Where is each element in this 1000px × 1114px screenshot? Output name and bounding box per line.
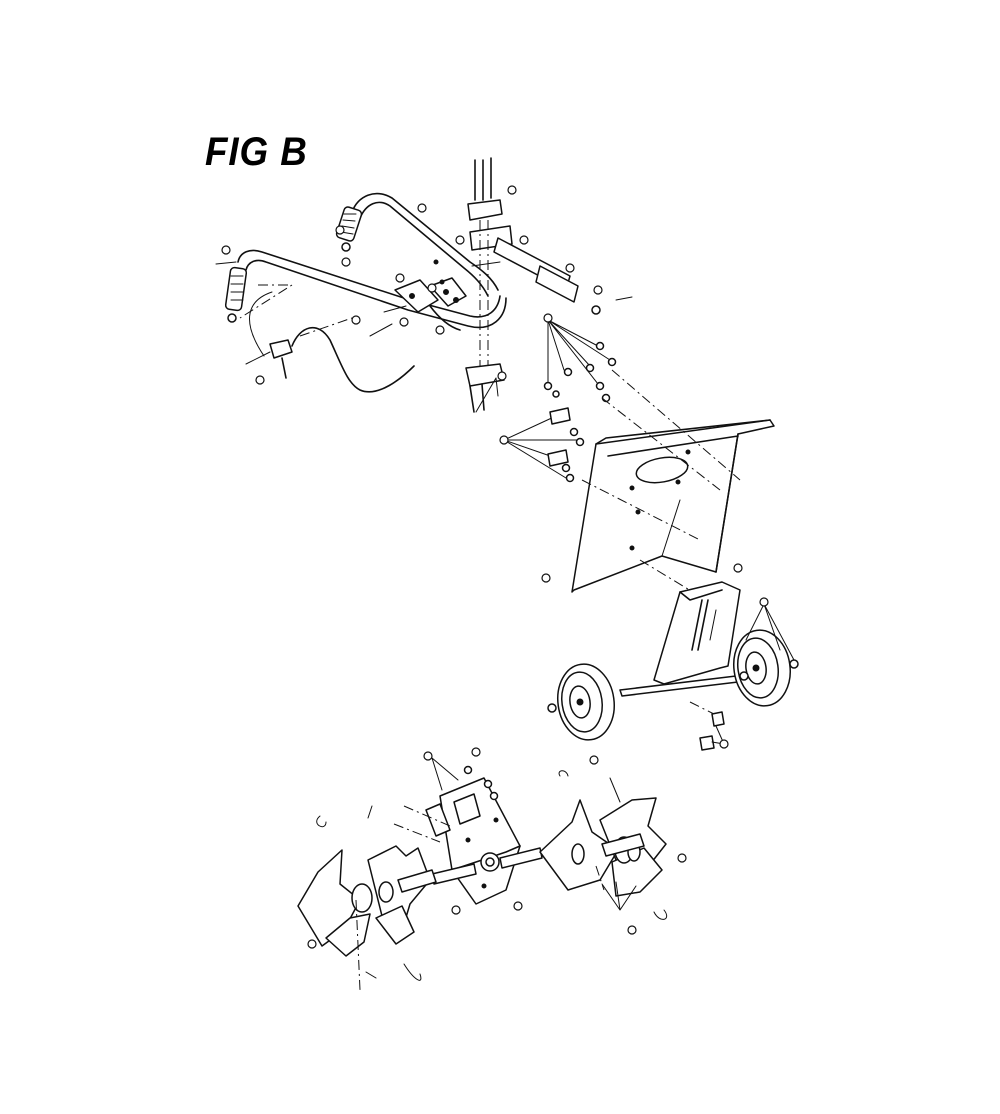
handlebar-icon	[215, 192, 507, 337]
wheel-icon	[547, 663, 615, 741]
bolt-group-lower	[503, 407, 585, 483]
shield-icon	[571, 419, 775, 593]
cable-icon	[245, 291, 415, 393]
callout-markers	[221, 185, 769, 949]
wheel-bracket	[619, 581, 741, 697]
gearbox-icon	[367, 757, 543, 905]
wheel-icon	[733, 603, 799, 707]
tine-icon	[539, 770, 668, 920]
figure-title: FIG B	[205, 130, 308, 174]
tine-icon	[297, 815, 437, 991]
bolt-group-upper	[543, 319, 617, 403]
mast-assembly	[465, 157, 633, 413]
